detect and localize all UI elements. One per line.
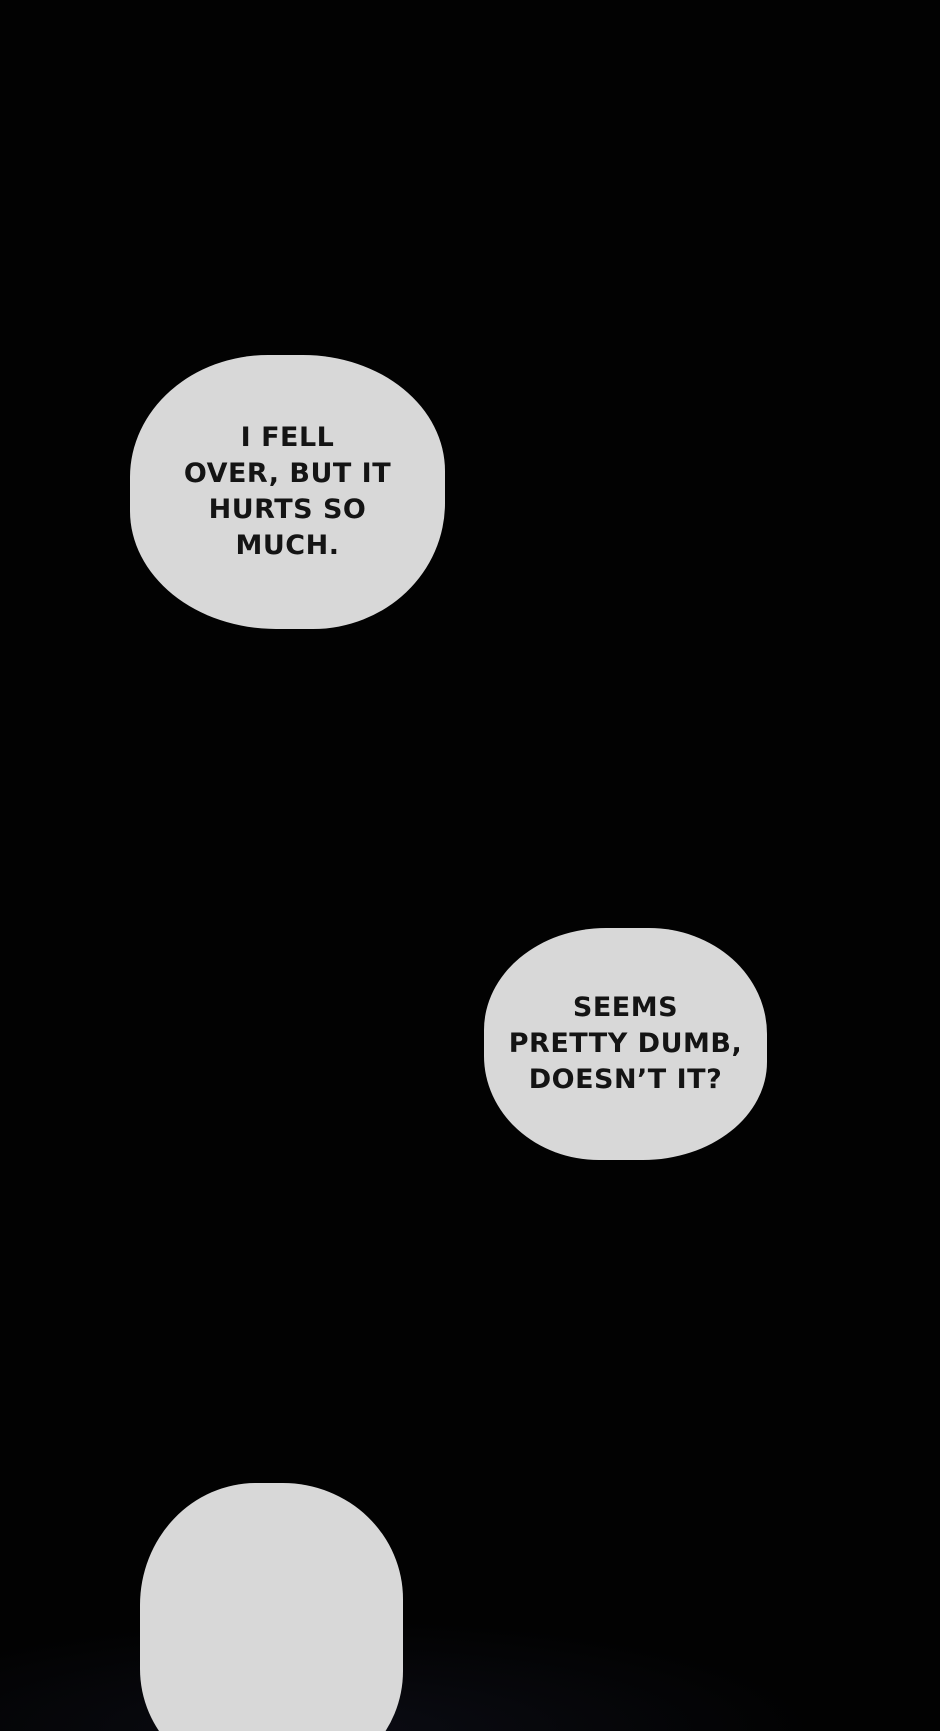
speech-bubble-text: SEEMS PRETTY DUMB, DOESN’T IT? (508, 991, 743, 1096)
speech-bubble: SEEMS PRETTY DUMB, DOESN’T IT? (484, 928, 767, 1160)
speech-bubble-text: I FELL OVER, BUT IT HURTS SO MUCH. (183, 421, 392, 562)
speech-bubble: I FELL OVER, BUT IT HURTS SO MUCH. (130, 355, 445, 629)
speech-bubble-partial (140, 1483, 403, 1731)
